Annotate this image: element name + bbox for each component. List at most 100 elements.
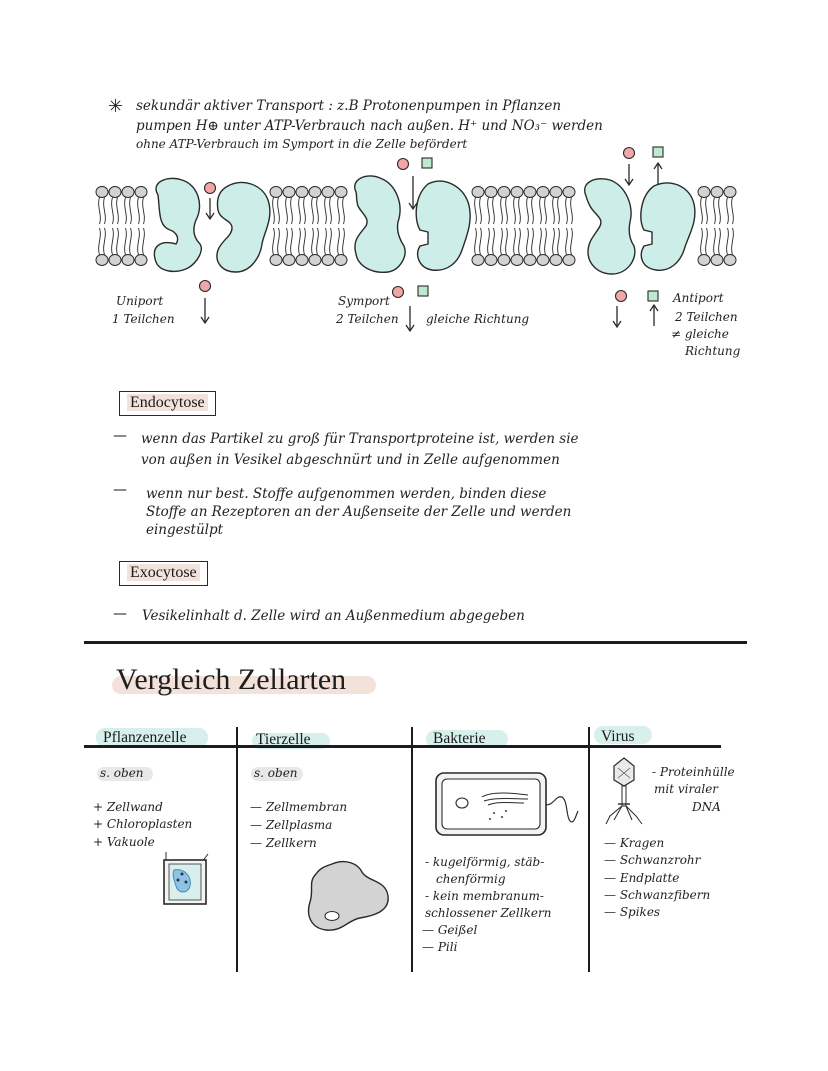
lipid-head [511,187,523,198]
bullet-dash: — [113,428,127,444]
lipid-head [724,255,736,266]
virus-item: — Kragen [604,836,664,850]
lipid-tail [130,197,132,224]
lipid-head [335,255,347,266]
lipid-tail [273,197,275,224]
lipid-tail [514,197,516,224]
lipid-tail [540,228,542,255]
lipid-head [135,187,147,198]
lipid-tail [493,197,495,224]
lipid-tail [299,228,301,255]
lipid-tail [566,197,568,224]
symport-label: Symport [338,293,390,310]
lipid-head [122,255,134,266]
column-divider [588,727,590,972]
lipid-tail [286,228,288,255]
lipid-tail [519,197,521,224]
section-title: Vergleich Zellarten [116,663,346,697]
lipid-tail [338,228,340,255]
lipid-head [698,255,710,266]
bakterie-item: - kein membranum- [425,889,544,903]
lipid-tail [501,228,503,255]
lipid-tail [343,197,345,224]
column-header-virus: Virus [601,728,635,746]
lipid-head [109,255,121,266]
lipid-head [563,187,575,198]
lipid-tail [501,197,503,224]
lipid-head [322,255,334,266]
lipid-head [550,255,562,266]
lipid-head [498,255,510,266]
lipid-tail [571,228,573,255]
pflanzenzelle-item: + Zellwand [93,800,163,814]
bacterium-illustration [432,765,582,845]
lipid-tail [325,197,327,224]
bullet-dash: — [113,482,127,498]
lipid-tail [480,197,482,224]
endocytose-heading: Endocytose [119,391,216,416]
lipid-tail [278,228,280,255]
lipid-tail [317,197,319,224]
lipid-tail [330,197,332,224]
symport-direction-label: gleiche Richtung [426,311,529,328]
bakterie-item: — Geißel [422,923,477,937]
virus-item: — Schwanzrohr [604,853,700,867]
lipid-head [698,187,710,198]
lipid-head [485,255,497,266]
pflanzenzelle-item: + Vakuole [93,835,155,849]
lipid-head [537,255,549,266]
lipid-tail [488,228,490,255]
plant-cell-illustration [158,850,218,910]
lipid-head [524,255,536,266]
tierzelle-ref: s. oben [254,766,298,780]
virus-note: DNA [692,800,721,814]
lipid-tail [506,228,508,255]
lipid-head [335,187,347,198]
lipid-tail [545,228,547,255]
lipid-tail [343,228,345,255]
tierzelle-item: — Zellkern [250,836,317,850]
lipid-tail [143,228,145,255]
antiport-direction-label-1: ≠ gleiche [671,326,729,343]
lipid-tail [99,197,101,224]
virus-item: — Schwanzfibern [604,888,710,902]
lipid-tail [545,197,547,224]
section-divider [84,641,747,644]
lipid-head [472,255,484,266]
lipid-tail [130,228,132,255]
endocytose-item-2-line-3: eingestülpt [146,522,223,538]
lipid-tail [706,197,708,224]
lipid-head [498,187,510,198]
lipid-tail [312,197,314,224]
virus-note: - Proteinhülle [652,765,735,779]
lipid-head [511,255,523,266]
lipid-tail [138,197,140,224]
lipid-tail [701,228,703,255]
virus-note: mit viraler [654,782,718,796]
lipid-tail [701,197,703,224]
lipid-head [296,187,308,198]
lipid-tail [99,228,101,255]
lipid-tail [325,228,327,255]
lipid-tail [719,197,721,224]
lipid-tail [338,197,340,224]
lipid-head [96,255,108,266]
lipid-head [485,187,497,198]
lipid-tail [493,228,495,255]
lipid-tail [104,228,106,255]
lipid-head [270,255,282,266]
lipid-head [309,255,321,266]
lipid-tail [291,228,293,255]
exocytose-heading: Exocytose [119,561,208,586]
antiport-protein [585,179,695,274]
lipid-tail [488,197,490,224]
lipid-tail [553,228,555,255]
lipid-head [109,187,121,198]
lipid-tail [330,228,332,255]
lipid-tail [714,228,716,255]
lipid-head [122,187,134,198]
tierzelle-item: — Zellplasma [250,818,332,832]
lipid-head [296,255,308,266]
pflanzenzelle-ref: s. oben [100,766,144,780]
lipid-head [309,187,321,198]
